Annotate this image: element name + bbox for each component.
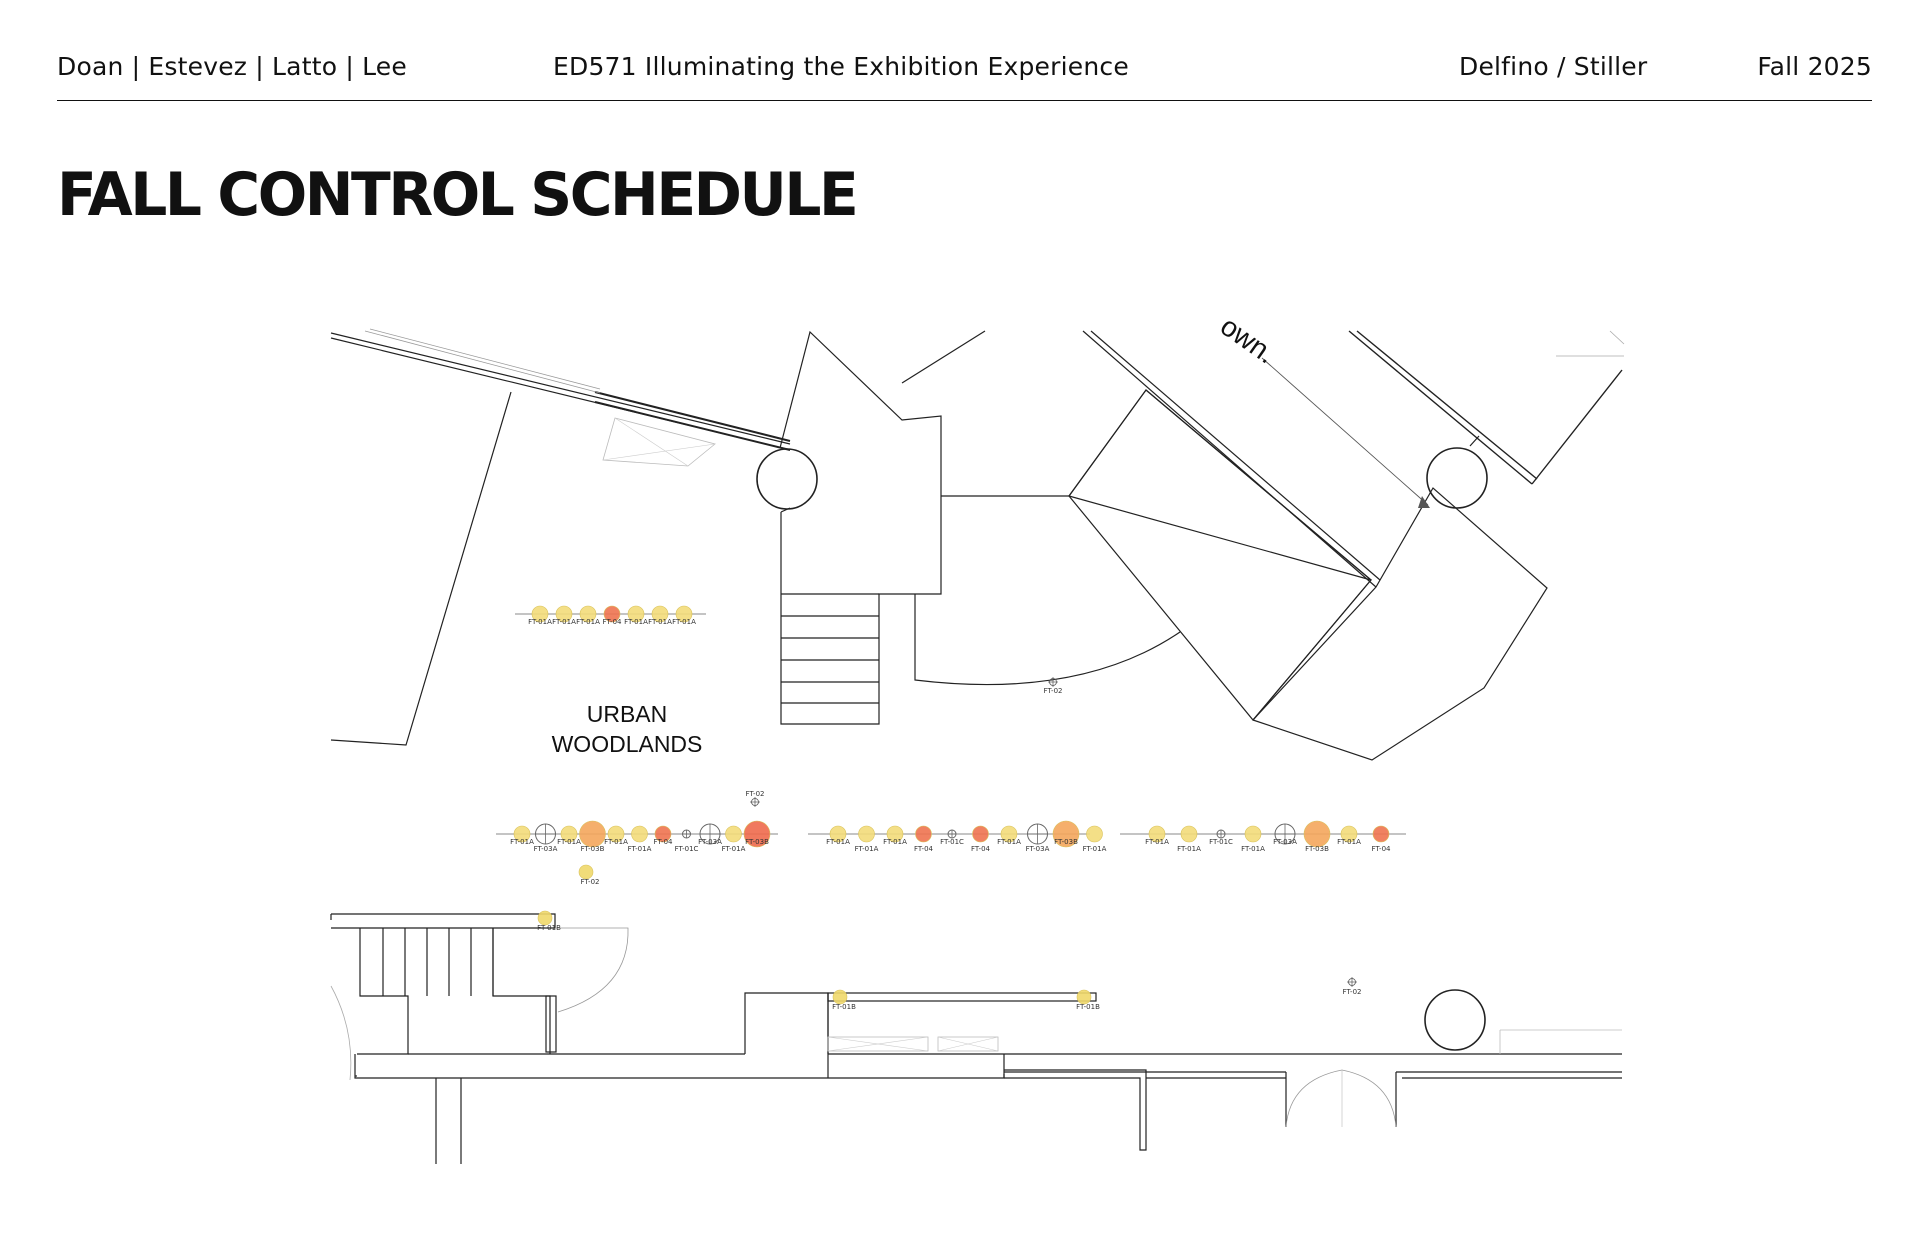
fixture-ft-04: [915, 825, 932, 843]
fixture-label: FT-01A: [997, 838, 1021, 846]
fixture-label: FT-03A: [534, 845, 558, 853]
fixture-label: FT-02: [1044, 687, 1063, 695]
fixture-ft-01a: [675, 605, 693, 623]
fixture-ft-01a: [1244, 825, 1262, 843]
fixture-ft-04: [603, 605, 621, 623]
fixture-ft-01a: [560, 825, 578, 843]
area-label-line1: URBAN: [587, 701, 668, 727]
fixture-label: FT-01A: [604, 838, 628, 846]
term-text: Fall 2025: [1757, 52, 1872, 81]
fixture-label: FT-03B: [1054, 838, 1078, 846]
fixture-label: FT-01A: [1241, 845, 1265, 853]
fixture-ft-03b: [1303, 820, 1331, 848]
fixture-label: FT-01A: [1337, 838, 1361, 846]
fixture-ft-01a: [1086, 825, 1103, 843]
fixture-label: FT-01A: [1177, 845, 1201, 853]
fixture-label: FT-03B: [581, 845, 605, 853]
authors-text: Doan | Estevez | Latto | Lee: [57, 52, 407, 81]
fixture-label: FT-03A: [1026, 845, 1050, 853]
fixture-label: FT-01C: [940, 838, 964, 846]
fixture-label: FT-01C: [675, 845, 699, 853]
fixture-label: FT-04: [654, 838, 674, 846]
plan-walls: [330, 328, 1625, 1164]
course-title: ED571 Illuminating the Exhibition Experi…: [553, 52, 1129, 81]
fixture-ft-04: [1372, 825, 1390, 843]
fixture-label: FT-04: [1372, 845, 1392, 853]
fixture-ft-01a: [513, 825, 531, 843]
area-label-line2: WOODLANDS: [552, 731, 703, 757]
fixture-ft-01a: [1148, 825, 1166, 843]
fixture-ft-01a: [829, 825, 847, 843]
fixture-ft-01a: [627, 605, 645, 623]
fixture-ft-01a: [725, 825, 742, 843]
fixture-ft-01b: [1076, 989, 1092, 1005]
fixture-label: FT-03A: [698, 838, 722, 846]
fixture-ft-01a: [886, 825, 904, 843]
fixture-label: FT-01A: [628, 845, 652, 853]
fixture-label: FT-01A: [883, 838, 907, 846]
page-header: Doan | Estevez | Latto | Lee ED571 Illum…: [57, 52, 1872, 101]
fixture-label: FT-01A: [1145, 838, 1169, 846]
fixture-ft-04: [654, 825, 672, 843]
fixture-label: FT-03A: [1273, 838, 1297, 846]
instructors-text: Delfino / Stiller: [1459, 52, 1648, 81]
fixture-label: FT-01A: [624, 618, 648, 626]
fixture-label: FT-01A: [528, 618, 552, 626]
fixture-ft-01b: [537, 910, 553, 926]
fixture-label: FT-03B: [1305, 845, 1329, 853]
fixture-label: FT-04: [971, 845, 991, 853]
fixture-label: FT-01A: [648, 618, 672, 626]
fixture-label: FT-01B: [832, 1003, 856, 1011]
fixture-ft-01a: [1180, 825, 1198, 843]
fixture-label: FT-01A: [1083, 845, 1107, 853]
fixture-label: FT-01B: [1076, 1003, 1100, 1011]
fixture-label: FT-01A: [557, 838, 581, 846]
fixture-ft-03b: [579, 820, 606, 848]
fixture-label: FT-03B: [745, 838, 769, 846]
fixture-ft-01a: [631, 825, 648, 843]
fixture-ft-03b: [743, 820, 771, 848]
fixture-label: FT-01A: [722, 845, 746, 853]
fixture-label: FT-02: [746, 790, 765, 798]
fixture-ft-01a: [858, 825, 875, 843]
fixture-ft-03b: [1052, 820, 1080, 848]
fixture-ft-01a: [607, 825, 625, 843]
page-title: FALL CONTROL SCHEDULE: [57, 160, 859, 230]
fixture-ft-01a: [555, 605, 573, 623]
fixture-ft-04: [972, 825, 989, 843]
fixture-label: FT-01A: [826, 838, 850, 846]
fixture-label: FT-02: [581, 878, 600, 886]
partial-annotation: own.: [1215, 310, 1281, 369]
fixture-ft-02: [578, 864, 594, 880]
fixture-label: FT-01B: [537, 924, 561, 932]
fixture-ft-01a: [579, 605, 597, 623]
fixture-ft-01a: [1000, 825, 1018, 843]
fixture-ft-01a: [651, 605, 669, 623]
fixture-label: FT-02: [1343, 988, 1362, 996]
fixture-label: FT-01C: [1209, 838, 1233, 846]
fixture-ft-01b: [832, 989, 848, 1005]
fixture-label: FT-01A: [672, 618, 696, 626]
fixture-label: FT-01A: [576, 618, 600, 626]
fixture-ft-01a: [1340, 825, 1358, 843]
fixture-label: FT-01A: [510, 838, 534, 846]
fixture-label: FT-01A: [855, 845, 879, 853]
fixture-label: FT-01A: [552, 618, 576, 626]
fixture-label: FT-04: [603, 618, 623, 626]
fixture-ft-01a: [531, 605, 549, 623]
fixture-label: FT-04: [914, 845, 934, 853]
